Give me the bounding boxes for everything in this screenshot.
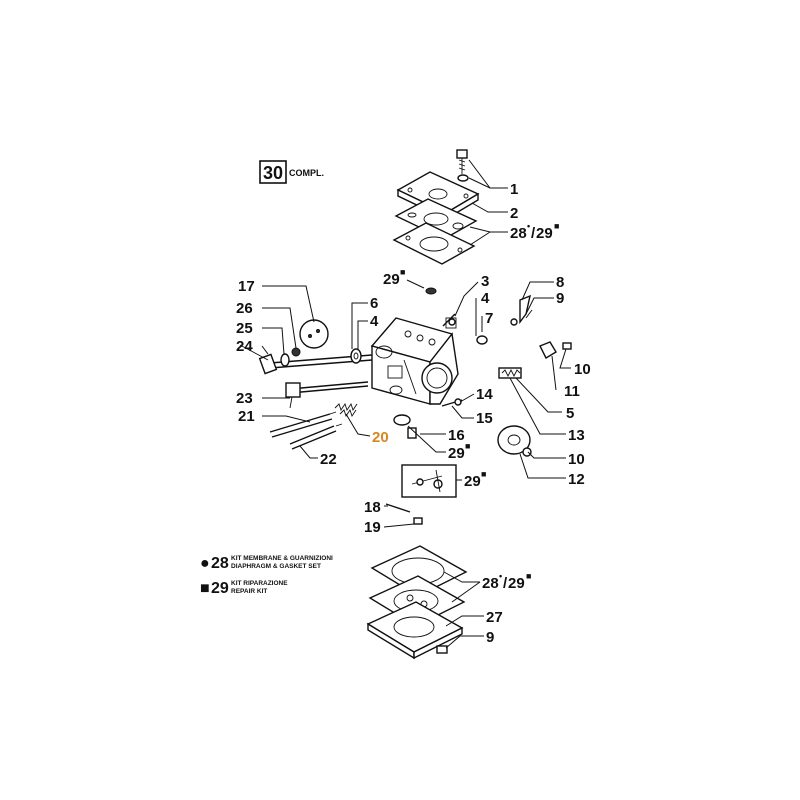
callout-28-29-bottom: 28 • / 29 ■ <box>482 571 531 592</box>
svg-text:28: 28 <box>482 575 499 592</box>
callout-25: 25 <box>236 320 253 337</box>
callout-13: 13 <box>568 427 585 444</box>
callout-1: 1 <box>510 181 518 198</box>
callout-14: 14 <box>476 386 493 403</box>
svg-text:KIT RIPARAZIONE: KIT RIPARAZIONE <box>231 580 288 587</box>
screw-19-part <box>413 517 423 525</box>
callout-29-washer: 29 ■ <box>383 267 405 288</box>
callout-18: 18 <box>364 499 381 516</box>
svg-text:29: 29 <box>536 225 553 242</box>
spring-20-part <box>334 402 358 418</box>
callout-4-left: 4 <box>370 313 379 330</box>
assembly-text: COMPL. <box>289 168 324 178</box>
pin-18-part <box>385 503 411 513</box>
callout-2: 2 <box>510 205 518 222</box>
spring-13-part <box>498 367 522 379</box>
callout-22: 22 <box>320 451 337 468</box>
svg-text:DIAPHRAGM & GASKET SET: DIAPHRAGM & GASKET SET <box>231 563 321 570</box>
assembly-label: 30 COMPL. <box>259 160 324 184</box>
svg-text:■: ■ <box>526 571 531 581</box>
washer-29-part <box>425 287 437 295</box>
screw-10-part <box>562 342 572 350</box>
plug-16-part <box>393 414 417 439</box>
diaphragm-12-part <box>497 425 532 457</box>
callout-29-plug: 29 ■ <box>448 441 470 462</box>
callout-21: 21 <box>238 408 255 425</box>
gasket-top-2-part <box>392 222 476 265</box>
svg-text:■: ■ <box>554 221 559 231</box>
svg-text:28: 28 <box>211 555 229 572</box>
callout-8: 8 <box>556 274 564 291</box>
callout-labels: 1 2 28 • / 29 ■ 29 ■ 3 4 7 8 9 17 26 6 4… <box>236 181 591 646</box>
washer-7-part <box>476 335 488 345</box>
svg-text:■: ■ <box>465 441 470 451</box>
bottom-cover-group <box>366 545 468 660</box>
svg-text:/: / <box>531 225 536 242</box>
legend-item-diaphragm-gasket-set: ● 28 KIT MEMBRANE & GUARNIZIONI DIAPHRAG… <box>200 555 333 572</box>
callout-5: 5 <box>566 405 574 422</box>
svg-text:•: • <box>527 221 530 231</box>
top-cover-group <box>392 149 480 265</box>
needle-21-part <box>269 411 337 438</box>
svg-text:29: 29 <box>448 445 465 462</box>
legend-item-repair-kit: ■ 29 KIT RIPARAZIONE REPAIR KIT <box>200 580 288 597</box>
callout-9-bottom: 9 <box>486 629 494 646</box>
carburetor-body-part <box>370 317 459 405</box>
cover-27-part <box>366 601 464 660</box>
svg-text:29: 29 <box>508 575 525 592</box>
callout-23: 23 <box>236 390 253 407</box>
screw-part <box>456 149 469 182</box>
callout-4-right: 4 <box>481 290 490 307</box>
callout-16: 16 <box>448 427 465 444</box>
callout-9-top: 9 <box>556 290 564 307</box>
svg-text:■: ■ <box>200 580 210 597</box>
svg-text:29: 29 <box>464 473 481 490</box>
callout-7: 7 <box>485 310 493 327</box>
callout-6: 6 <box>370 295 378 312</box>
svg-text:REPAIR KIT: REPAIR KIT <box>231 588 267 595</box>
svg-text:■: ■ <box>400 267 405 277</box>
callout-19: 19 <box>364 519 381 536</box>
callout-10-top: 10 <box>574 361 591 378</box>
callout-17: 17 <box>238 278 255 295</box>
needle-22-part <box>289 423 343 450</box>
svg-text:■: ■ <box>481 469 486 479</box>
svg-text:29: 29 <box>383 271 400 288</box>
svg-text:/: / <box>503 575 508 592</box>
callout-15: 15 <box>476 410 493 427</box>
callout-24: 24 <box>236 338 253 355</box>
callout-28-29-top: 28 • / 29 ■ <box>510 221 559 242</box>
repair-kit-29-part <box>401 464 457 498</box>
callout-29-kit: 29 ■ <box>464 469 486 490</box>
callout-20-highlighted: 20 <box>372 429 389 446</box>
choke-shaft-part <box>285 381 369 409</box>
lever-11-part <box>539 341 557 359</box>
screw-9-part <box>436 645 448 654</box>
assembly-box <box>259 160 287 184</box>
svg-text:•: • <box>499 571 502 581</box>
assembly-number: 30 <box>263 163 283 183</box>
callout-11: 11 <box>564 383 580 400</box>
lever-8-part <box>510 294 533 326</box>
pin-14-part <box>441 398 463 407</box>
svg-text:29: 29 <box>211 580 229 597</box>
callout-3: 3 <box>481 273 489 290</box>
svg-text:●: ● <box>200 555 210 572</box>
screw-3-part <box>442 313 456 327</box>
svg-text:28: 28 <box>510 225 527 242</box>
callout-27: 27 <box>486 609 503 626</box>
callout-12: 12 <box>568 471 585 488</box>
legend: ● 28 KIT MEMBRANE & GUARNIZIONI DIAPHRAG… <box>200 555 333 597</box>
throttle-shaft-part <box>239 319 373 375</box>
callout-10-bottom: 10 <box>568 451 585 468</box>
leader-lines <box>261 159 571 649</box>
callout-26: 26 <box>236 300 253 317</box>
svg-text:KIT MEMBRANE & GUARNIZIONI: KIT MEMBRANE & GUARNIZIONI <box>231 555 333 562</box>
